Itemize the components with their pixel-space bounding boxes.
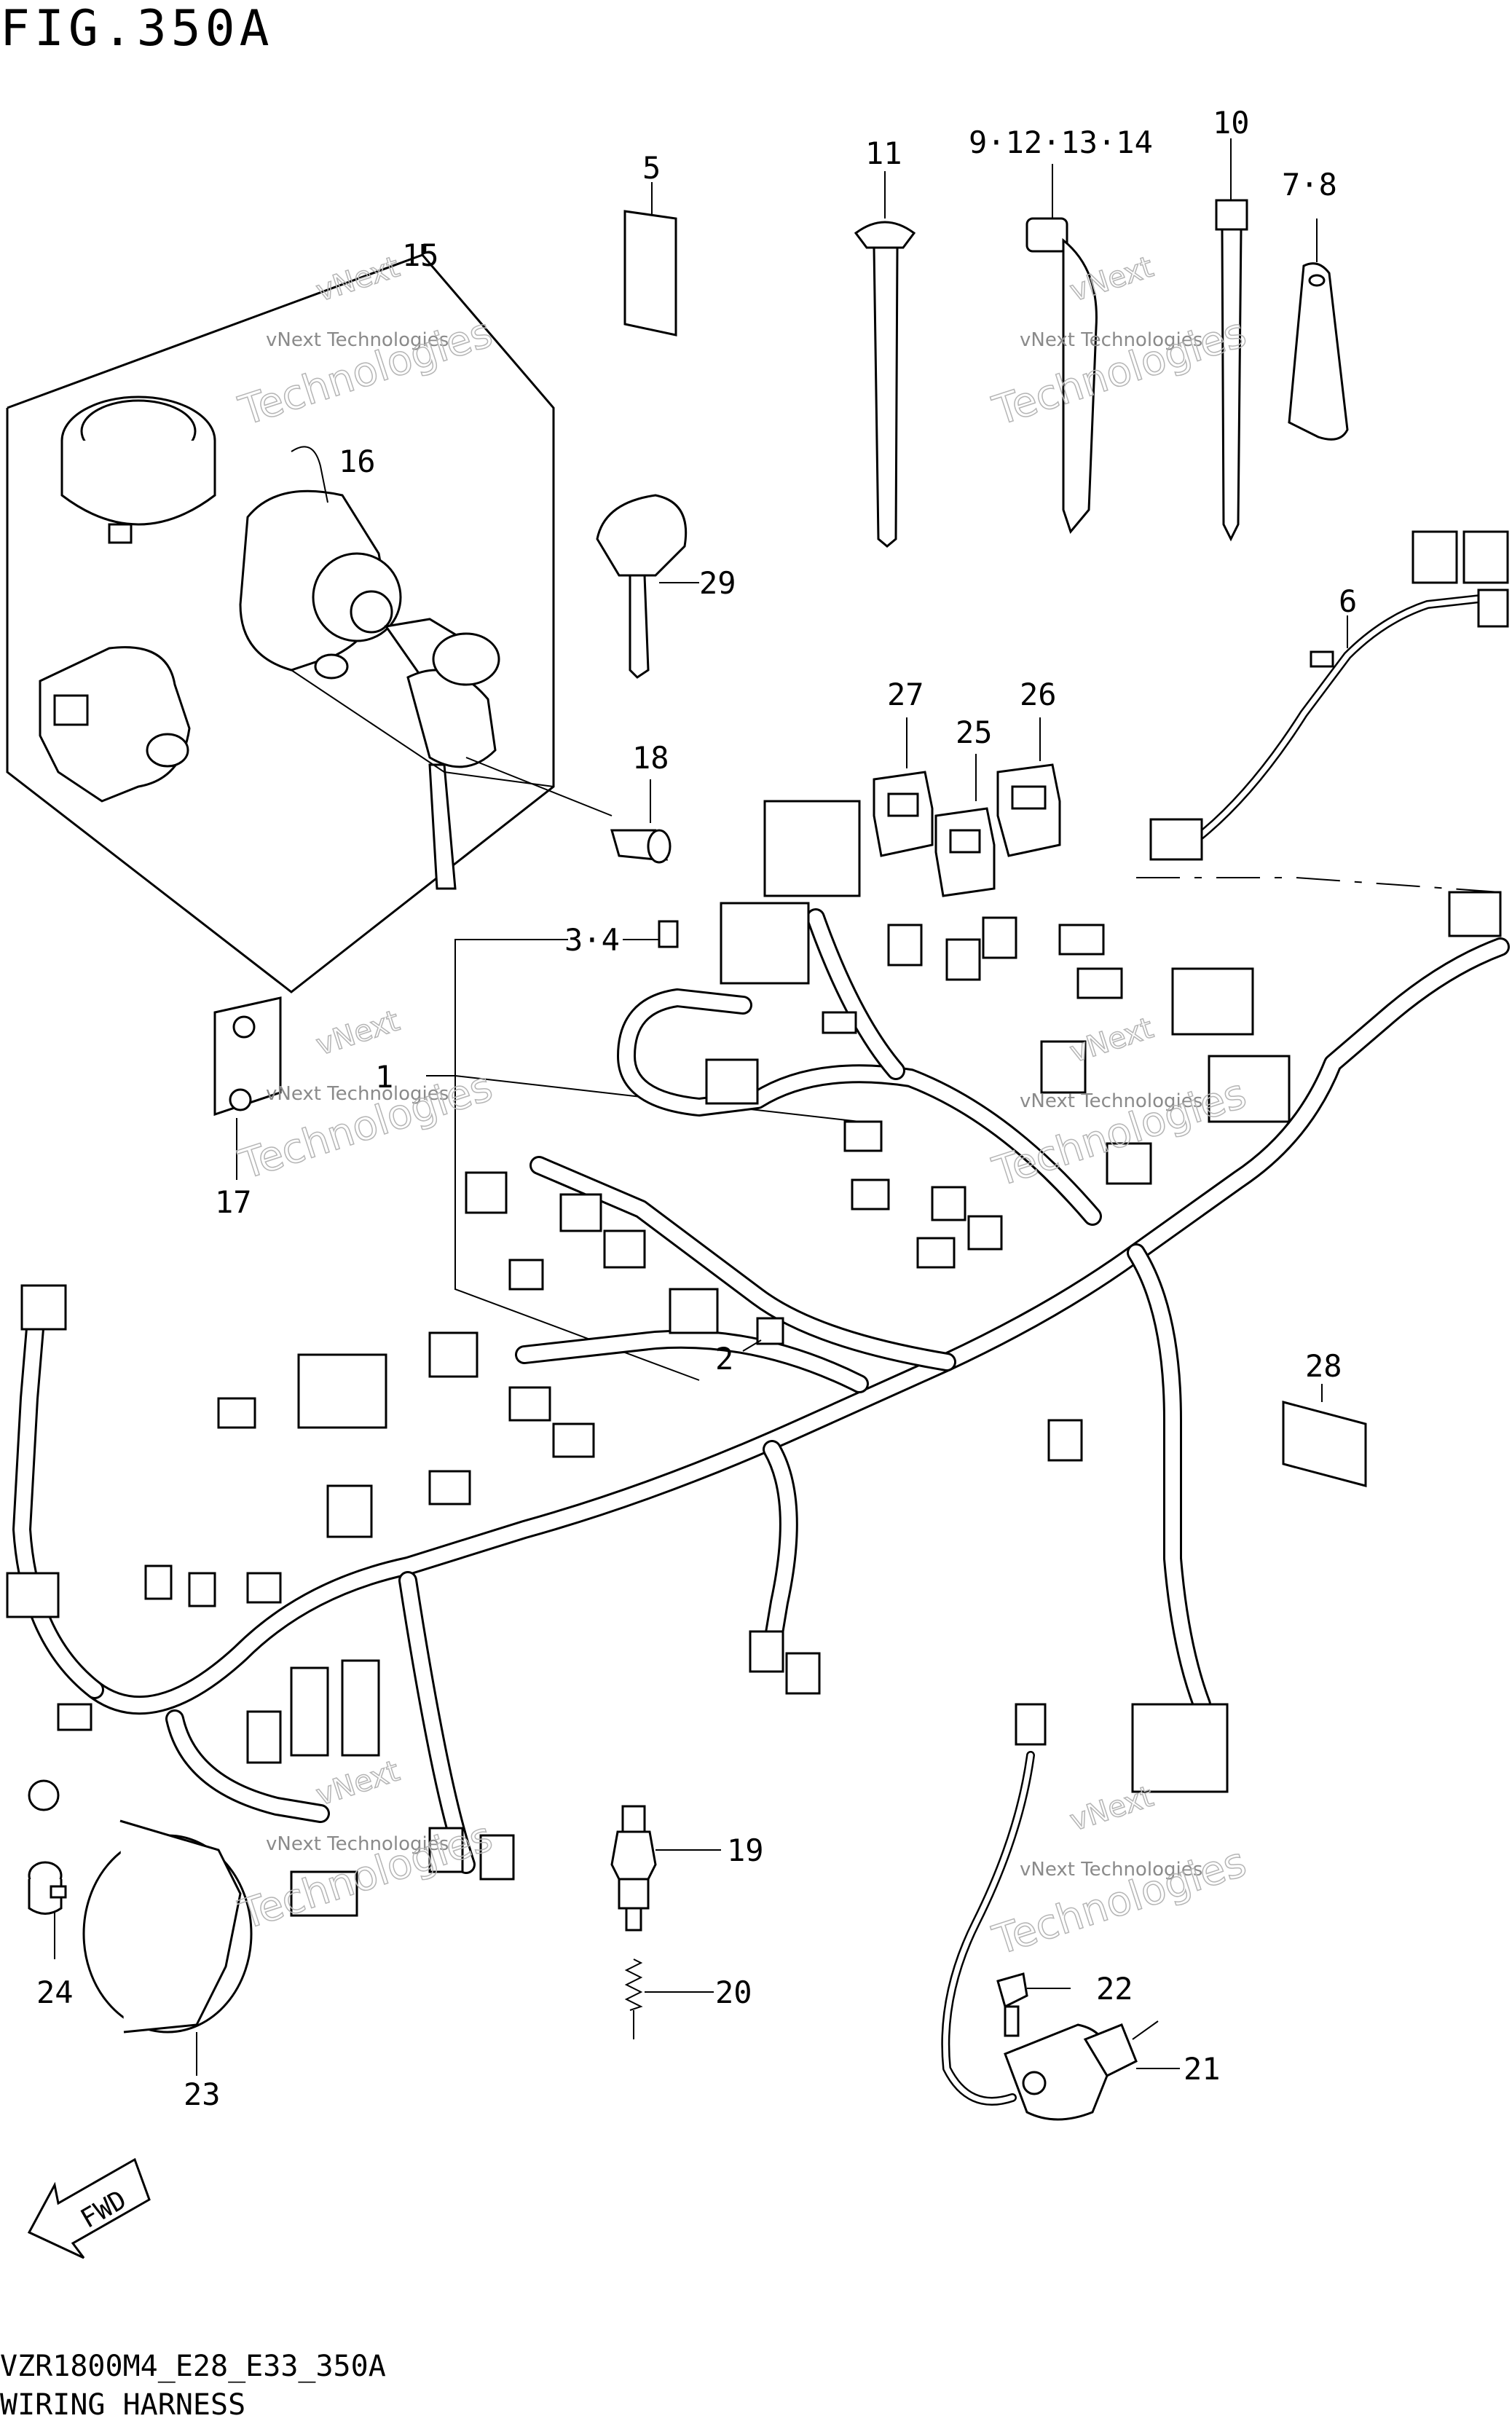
part-9-12-13-14-clamp-shape (1025, 164, 1098, 535)
watermark-1: vNext Technologies vNext Technologies (233, 250, 499, 436)
ignition-key-shapes (384, 618, 500, 890)
callout-5[interactable]: 5 (642, 150, 661, 186)
part-1-main-harness-shape (12, 908, 1510, 1874)
part-16-ignition-switch-shape (239, 446, 402, 680)
part-7-8-band-shape (1288, 219, 1349, 441)
fwd-direction-arrow[interactable]: FWD (27, 2157, 151, 2259)
part-21-sensor-shape (941, 1703, 1180, 2121)
callout-26[interactable]: 26 (1020, 677, 1057, 712)
svg-text:vNext: vNext (1066, 1012, 1157, 1070)
callout-22[interactable]: 22 (1096, 1971, 1133, 2007)
callout-29[interactable]: 29 (699, 565, 736, 601)
watermark-2: vNext Technologies vNext Technologies (987, 250, 1253, 436)
svg-text:Technologies: Technologies (234, 1813, 498, 1939)
svg-text:vNext Technologies: vNext Technologies (266, 329, 449, 351)
part-22-bolt-shape (996, 1972, 1071, 2037)
callout-19[interactable]: 19 (727, 1833, 764, 1868)
part-6-sub-harness-shape (1136, 530, 1509, 893)
part-19-switch-shape (610, 1805, 721, 1932)
callout-15[interactable]: 15 (402, 237, 439, 273)
callout-3-4[interactable]: 3·4 (564, 922, 620, 958)
part-20-spring-shape (624, 1959, 714, 2039)
callout-6[interactable]: 6 (1339, 583, 1357, 619)
watermark-6: vNext Technologies vNext Technologies (987, 1779, 1253, 1965)
callout-9-12-13-14[interactable]: 9·12·13·14 (969, 125, 1153, 160)
part-28-label-shape (1282, 1384, 1367, 1487)
svg-text:vNext Technologies: vNext Technologies (1020, 329, 1202, 351)
callout-1[interactable]: 1 (375, 1059, 393, 1095)
callout-11[interactable]: 11 (865, 135, 902, 171)
diagram-code: VZR1800M4_E28_E33_350A (0, 2350, 386, 2383)
part-23-horn-shape (82, 1819, 253, 2076)
callout-25[interactable]: 25 (956, 715, 993, 750)
callout-27[interactable]: 27 (887, 677, 924, 712)
connector-block-25-shape (934, 754, 996, 897)
svg-text:vNext Technologies: vNext Technologies (266, 1083, 449, 1105)
svg-text:vNext: vNext (1066, 1780, 1157, 1838)
part-5-label-shape (623, 182, 677, 336)
callout-24[interactable]: 24 (36, 1975, 74, 2010)
part-18-screw-shape (610, 779, 672, 864)
svg-text:vNext: vNext (312, 1004, 403, 1063)
callout-23[interactable]: 23 (184, 2076, 221, 2112)
part-24-bolt-shape (28, 1861, 67, 1959)
fuel-cap-shape (60, 395, 216, 544)
watermark-5: vNext Technologies vNext Technologies (233, 1754, 499, 1940)
svg-text:Technologies: Technologies (988, 309, 1252, 435)
svg-text:Technologies: Technologies (988, 1838, 1252, 1964)
callout-28[interactable]: 28 (1305, 1348, 1342, 1384)
callout-18[interactable]: 18 (632, 740, 669, 776)
svg-text:Technologies: Technologies (234, 309, 498, 435)
svg-text:vNext Technologies: vNext Technologies (1020, 1859, 1202, 1881)
connector-block-27-shape (873, 717, 934, 857)
callout-labels: 1 2 3·4 5 6 7·8 9·12·13·14 10 11 15 16 1… (36, 105, 1357, 2112)
harness-connectors (6, 800, 1502, 1917)
part-3-4-fuse-shape (626, 920, 679, 948)
callout-17[interactable]: 17 (215, 1184, 252, 1220)
part-17-bracket-shape (213, 996, 282, 1180)
seat-lock-shape (39, 646, 191, 803)
part-29-key-shape (596, 494, 699, 679)
svg-text:vNext: vNext (312, 251, 403, 309)
part-15-lock-set-group (6, 244, 613, 993)
svg-text:vNext: vNext (312, 1755, 403, 1813)
callout-7-8[interactable]: 7·8 (1282, 167, 1337, 202)
svg-text:vNext Technologies: vNext Technologies (266, 1833, 449, 1855)
part-10-cable-tie-shape (1215, 138, 1248, 542)
svg-text:vNext Technologies: vNext Technologies (1020, 1090, 1202, 1112)
part-11-clamp-shape (854, 171, 916, 548)
callout-21[interactable]: 21 (1184, 2051, 1221, 2087)
part-1-leader-bracket (454, 939, 700, 1381)
figure-title: FIG.350A (0, 0, 274, 58)
callout-16[interactable]: 16 (339, 444, 376, 479)
callout-2[interactable]: 2 (715, 1341, 733, 1377)
callout-20[interactable]: 20 (715, 1975, 752, 2010)
connector-block-26-shape (996, 717, 1061, 857)
part-2-shape (742, 1317, 784, 1352)
diagram-name: WIRING HARNESS (0, 2388, 245, 2418)
callout-10[interactable]: 10 (1213, 105, 1250, 141)
